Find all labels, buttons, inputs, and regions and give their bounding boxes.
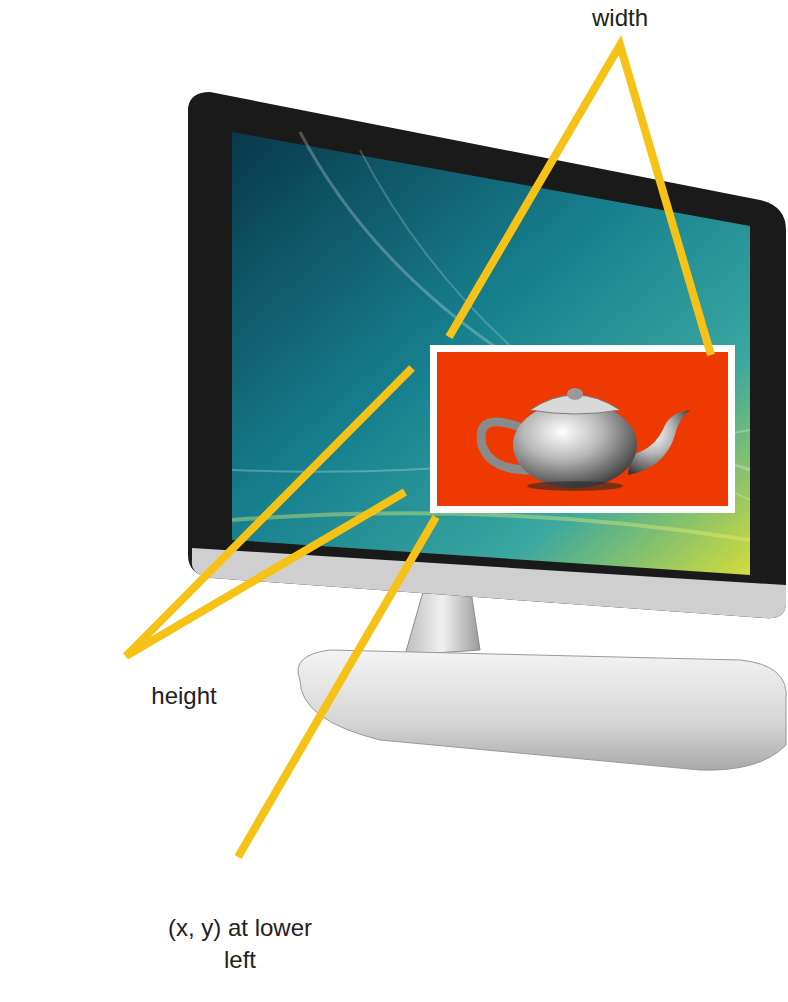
teapot (481, 388, 690, 491)
origin-leader (238, 517, 436, 857)
axis-label: width (560, 2, 680, 34)
monitor (188, 92, 786, 770)
leader-lines (126, 45, 711, 857)
height-leader (126, 368, 412, 656)
viewport (430, 345, 735, 513)
width-leader (449, 45, 711, 355)
axis-label: (x, y) at lower left (165, 912, 315, 977)
axis-label: height (124, 680, 244, 712)
